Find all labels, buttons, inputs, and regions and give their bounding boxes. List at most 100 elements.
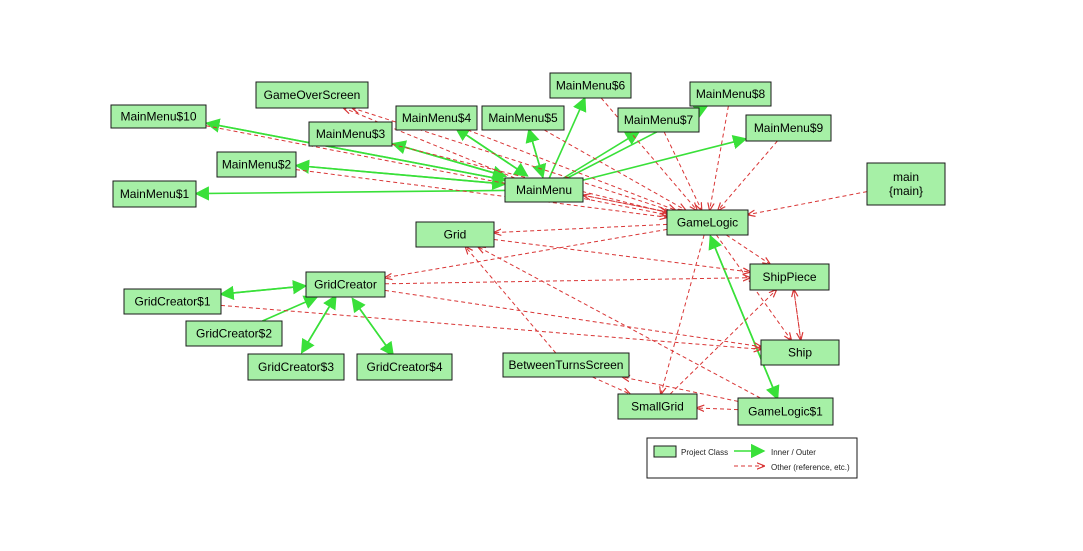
class-node-GridCreator4[interactable]: GridCreator$4 <box>356 353 453 381</box>
class-node-GridCreator2[interactable]: GridCreator$2 <box>185 320 283 347</box>
class-node-main[interactable]: main{main} <box>866 162 946 206</box>
class-box[interactable] <box>737 397 834 426</box>
edge-other-MainMenu8-to-GameLogic <box>710 105 729 210</box>
class-box[interactable] <box>760 339 840 366</box>
class-box[interactable] <box>247 353 345 381</box>
edge-other-MainMenu9-to-GameLogic <box>718 140 778 210</box>
class-node-SmallGrid[interactable]: SmallGrid <box>617 393 698 420</box>
edge-inner-MainMenu5-to-MainMenu <box>528 129 547 179</box>
class-box[interactable] <box>110 104 207 129</box>
class-node-MainMenu1[interactable]: MainMenu$1 <box>112 180 197 208</box>
class-node-MainMenu8[interactable]: MainMenu$8 <box>689 81 772 107</box>
edge-other-MainMenu7-to-GameLogic <box>663 131 701 210</box>
edge-inner-MainMenu-to-MainMenu9 <box>582 135 748 181</box>
class-box[interactable] <box>617 107 700 133</box>
legend-inner-outer-label: Inner / Outer <box>771 448 816 457</box>
class-box[interactable] <box>502 352 630 378</box>
edge-inner-MainMenu10-to-MainMenu <box>206 122 507 185</box>
class-label: MainMenu$7 <box>624 113 694 127</box>
class-label: MainMenu$1 <box>120 187 190 201</box>
edge-inner-GameLogic1-to-GameLogic <box>708 234 779 400</box>
class-node-GridCreator3[interactable]: GridCreator$3 <box>247 353 345 381</box>
class-node-MainMenu6[interactable]: MainMenu$6 <box>549 72 632 99</box>
edge-inner-GridCreator4-to-GridCreator <box>351 297 394 356</box>
class-label: Grid <box>444 228 467 242</box>
class-box[interactable] <box>504 177 584 203</box>
class-box[interactable] <box>415 221 495 248</box>
class-node-MainMenu10[interactable]: MainMenu$10 <box>110 104 207 129</box>
class-node-MainMenu4[interactable]: MainMenu$4 <box>395 105 478 131</box>
class-box[interactable] <box>481 105 565 131</box>
class-box[interactable] <box>749 263 830 291</box>
legend-project-class-swatch <box>653 445 677 458</box>
class-node-MainMenu7[interactable]: MainMenu$7 <box>617 107 700 133</box>
edge-other-MainMenu-to-GameOverScreen <box>344 108 515 179</box>
edge-other-GameLogic1-to-Grid <box>478 247 761 399</box>
class-node-MainMenu9[interactable]: MainMenu$9 <box>745 114 832 142</box>
class-node-Ship[interactable]: Ship <box>760 339 840 366</box>
class-box[interactable] <box>395 105 478 131</box>
class-box[interactable] <box>305 271 386 298</box>
legend-box <box>646 437 858 479</box>
edge-other-GameLogic-to-Grid <box>494 223 668 232</box>
edges-layer <box>194 96 868 410</box>
class-box[interactable] <box>666 209 749 236</box>
class-box[interactable] <box>356 353 453 381</box>
class-box[interactable] <box>745 114 832 142</box>
edge-other-ShipPiece-to-Ship <box>793 289 801 340</box>
edge-other-GridCreator-to-Ship <box>384 289 761 346</box>
edge-inner-GridCreator3-to-GridCreator <box>301 294 337 354</box>
class-box[interactable] <box>112 180 197 208</box>
class-box[interactable] <box>185 320 283 347</box>
class-label: MainMenu$2 <box>222 158 292 172</box>
class-node-GameLogic1[interactable]: GameLogic$1 <box>737 397 834 426</box>
class-node-GridCreator[interactable]: GridCreator <box>305 271 386 298</box>
edge-other-MainMenu6-to-GameLogic <box>600 97 697 210</box>
class-label: MainMenu$8 <box>696 87 766 101</box>
edge-other-GameLogic-to-SmallGrid <box>661 234 705 394</box>
class-label: MainMenu$5 <box>488 111 558 125</box>
edge-inner-MainMenu-to-MainMenu7 <box>563 131 641 179</box>
class-label: GridCreator <box>314 278 377 292</box>
edge-other-MainMenu4-to-GameLogic <box>467 129 675 210</box>
edge-inner-MainMenu4-to-MainMenu <box>455 127 529 177</box>
class-node-BetweenTurnsScreen[interactable]: BetweenTurnsScreen <box>502 352 630 378</box>
edge-other-main-to-GameLogic <box>748 191 868 215</box>
class-label: GridCreator$4 <box>366 360 442 374</box>
class-box[interactable] <box>866 162 946 206</box>
class-node-MainMenu3[interactable]: MainMenu$3 <box>308 121 393 147</box>
class-node-Grid[interactable]: Grid <box>415 221 495 248</box>
class-label: GridCreator$2 <box>196 327 272 341</box>
class-label: GridCreator$1 <box>134 295 210 309</box>
class-node-MainMenu5[interactable]: MainMenu$5 <box>481 105 565 131</box>
class-label: GridCreator$3 <box>258 360 334 374</box>
class-node-MainMenu[interactable]: MainMenu <box>504 177 584 203</box>
class-node-MainMenu2[interactable]: MainMenu$2 <box>216 151 297 178</box>
edge-other-GridCreator-to-ShipPiece <box>384 278 750 285</box>
class-box[interactable] <box>689 81 772 107</box>
edge-other-GameLogic-to-ShipPiece <box>726 234 770 264</box>
legend-other-label: Other (reference, etc.) <box>771 463 850 472</box>
class-box[interactable] <box>216 151 297 178</box>
class-box[interactable] <box>308 121 393 147</box>
edge-inner-MainMenu-to-MainMenu6 <box>548 96 587 179</box>
class-label: GameLogic <box>677 216 738 230</box>
class-box[interactable] <box>123 288 222 315</box>
class-node-GameLogic[interactable]: GameLogic <box>666 209 749 236</box>
class-node-ShipPiece[interactable]: ShipPiece <box>749 263 830 291</box>
class-label: MainMenu$4 <box>402 111 472 125</box>
class-node-GameOverScreen[interactable]: GameOverScreen <box>255 81 369 109</box>
class-label: GameOverScreen <box>264 88 361 102</box>
class-label: MainMenu$10 <box>120 110 196 124</box>
class-box[interactable] <box>617 393 698 420</box>
class-node-GridCreator1[interactable]: GridCreator$1 <box>123 288 222 315</box>
class-box[interactable] <box>255 81 369 109</box>
class-label: ShipPiece <box>762 270 816 284</box>
edge-other-MainMenu2-to-GameLogic <box>295 169 667 218</box>
edge-other-GameLogic-to-GridCreator <box>385 228 668 277</box>
nodes-layer: MainMenu$10GameOverScreenMainMenu$3MainM… <box>110 72 946 426</box>
class-label: MainMenu$9 <box>754 121 824 135</box>
class-box[interactable] <box>549 72 632 99</box>
edge-other-GridCreator1-to-Ship <box>220 304 761 349</box>
